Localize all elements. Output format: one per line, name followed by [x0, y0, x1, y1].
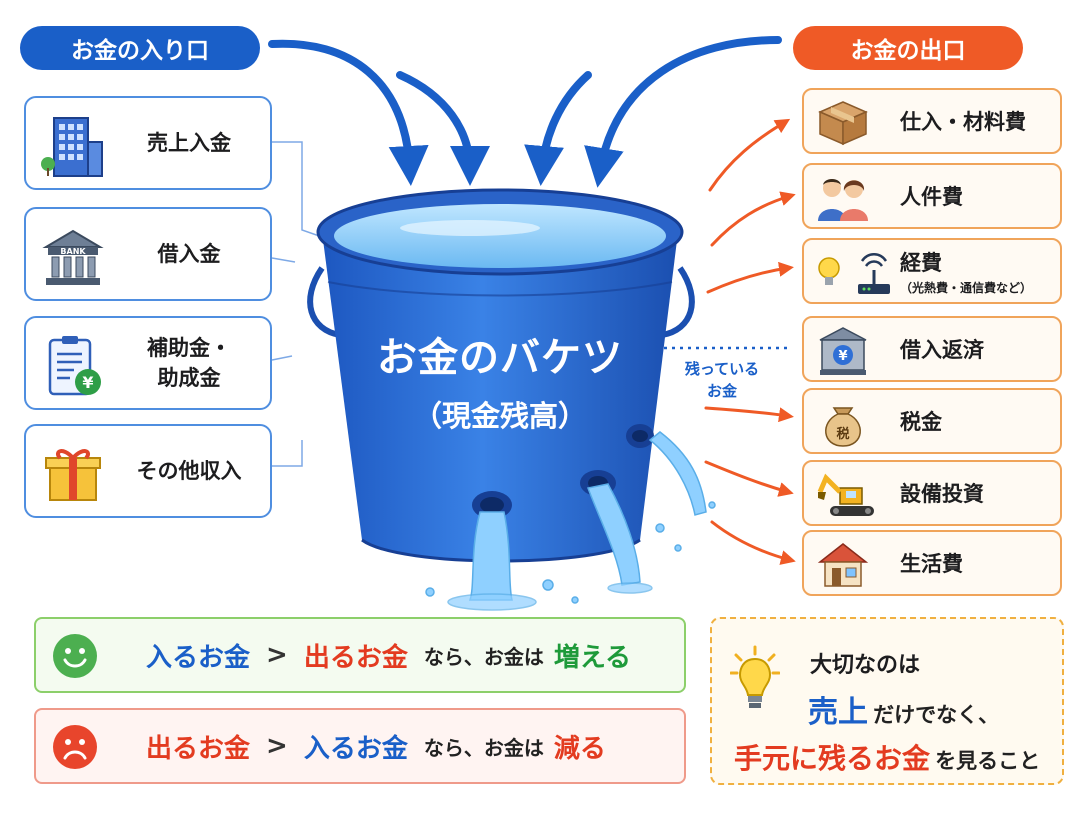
smiley-face-icon [53, 634, 97, 678]
inflow-arrows [268, 36, 782, 188]
outflow-label: 税金 [900, 410, 942, 434]
outflow-label: 経費 （光熱費・通信費など） [900, 240, 1054, 302]
inflow-label: 補助金・助成金 [147, 336, 231, 390]
bank-yen-icon: ¥ [819, 327, 867, 375]
people-icon [818, 179, 868, 221]
outflow-label: 人件費 [900, 185, 963, 209]
inflow-label: 売上入金 [147, 131, 231, 155]
svg-text:BANK: BANK [60, 247, 86, 256]
outflow-card-expenses: 経費 （光熱費・通信費など） [802, 238, 1062, 304]
key-point-box: 大切なのは 売上 だけでなく、 手元に残るお金 を見ること [710, 617, 1064, 785]
tax-bag-icon: 税 [825, 407, 861, 447]
inflow-card-sales: 売上入金 [24, 96, 272, 190]
clipboard-yen-icon: ¥ [48, 336, 101, 396]
inflow-connectors [271, 141, 326, 467]
rule-decrease-text: 出るお金 > 入るお金 なら、お金は 減る [146, 731, 606, 764]
rule-decrease: 出るお金 > 入るお金 なら、お金は 減る [34, 708, 686, 784]
remaining-money-label: 残っている お金 [684, 360, 760, 400]
bucket-subtitle: （現金残高） [412, 399, 587, 433]
outflow-title: お金の出口 [793, 26, 1023, 70]
remaining-indicator [649, 342, 790, 354]
svg-text:¥: ¥ [82, 373, 93, 392]
tip-line1: 大切なのは [810, 653, 921, 678]
outflow-card-repayment: ¥ 借入返済 [802, 316, 1062, 382]
outflow-label: 生活費 [900, 552, 963, 576]
outflow-label: 仕入・材料費 [900, 110, 1026, 134]
inflow-card-loan: BANK 借入金 [24, 207, 272, 301]
outflow-card-living: 生活費 [802, 530, 1062, 596]
tip-line2: 売上 だけでなく、 [808, 695, 1000, 730]
outflow-card-equipment: 設備投資 [802, 460, 1062, 526]
outflow-arrows [704, 118, 796, 565]
money-bucket [307, 188, 695, 563]
inflow-label: 借入金 [157, 242, 221, 266]
outflow-card-tax: 税 税金 [802, 388, 1062, 454]
sad-face-icon [53, 725, 97, 769]
bank-icon: BANK [42, 229, 104, 285]
inflow-title: お金の入り口 [20, 26, 260, 70]
excavator-icon [817, 473, 874, 516]
gift-box-icon [45, 449, 101, 501]
svg-text:¥: ¥ [838, 349, 847, 364]
outflow-label: 借入返済 [900, 338, 984, 362]
svg-text:税: 税 [836, 426, 849, 442]
light-bulb-icon [730, 645, 780, 708]
outflow-label: 設備投資 [900, 482, 984, 506]
inflow-label: その他収入 [136, 459, 242, 483]
inflow-card-other: その他収入 [24, 424, 272, 518]
rule-increase-text: 入るお金 > 出るお金 なら、お金は 増える [146, 640, 632, 673]
water-streams [425, 431, 716, 611]
cardboard-box-icon [818, 101, 868, 146]
outflow-sublabel: （光熱費・通信費など） [900, 280, 1033, 295]
outflow-card-purchase: 仕入・材料費 [802, 88, 1062, 154]
house-icon [817, 543, 869, 587]
rule-increase: 入るお金 > 出るお金 なら、お金は 増える [34, 617, 686, 693]
outflow-card-labor: 人件費 [802, 163, 1062, 229]
tip-line3: 手元に残るお金 を見ること [734, 742, 1041, 775]
bucket-title: お金のバケツ [377, 335, 623, 381]
bulb-router-icon [818, 253, 890, 294]
office-building-icon [41, 117, 103, 177]
inflow-card-subsidy: ¥ 補助金・助成金 [24, 316, 272, 410]
